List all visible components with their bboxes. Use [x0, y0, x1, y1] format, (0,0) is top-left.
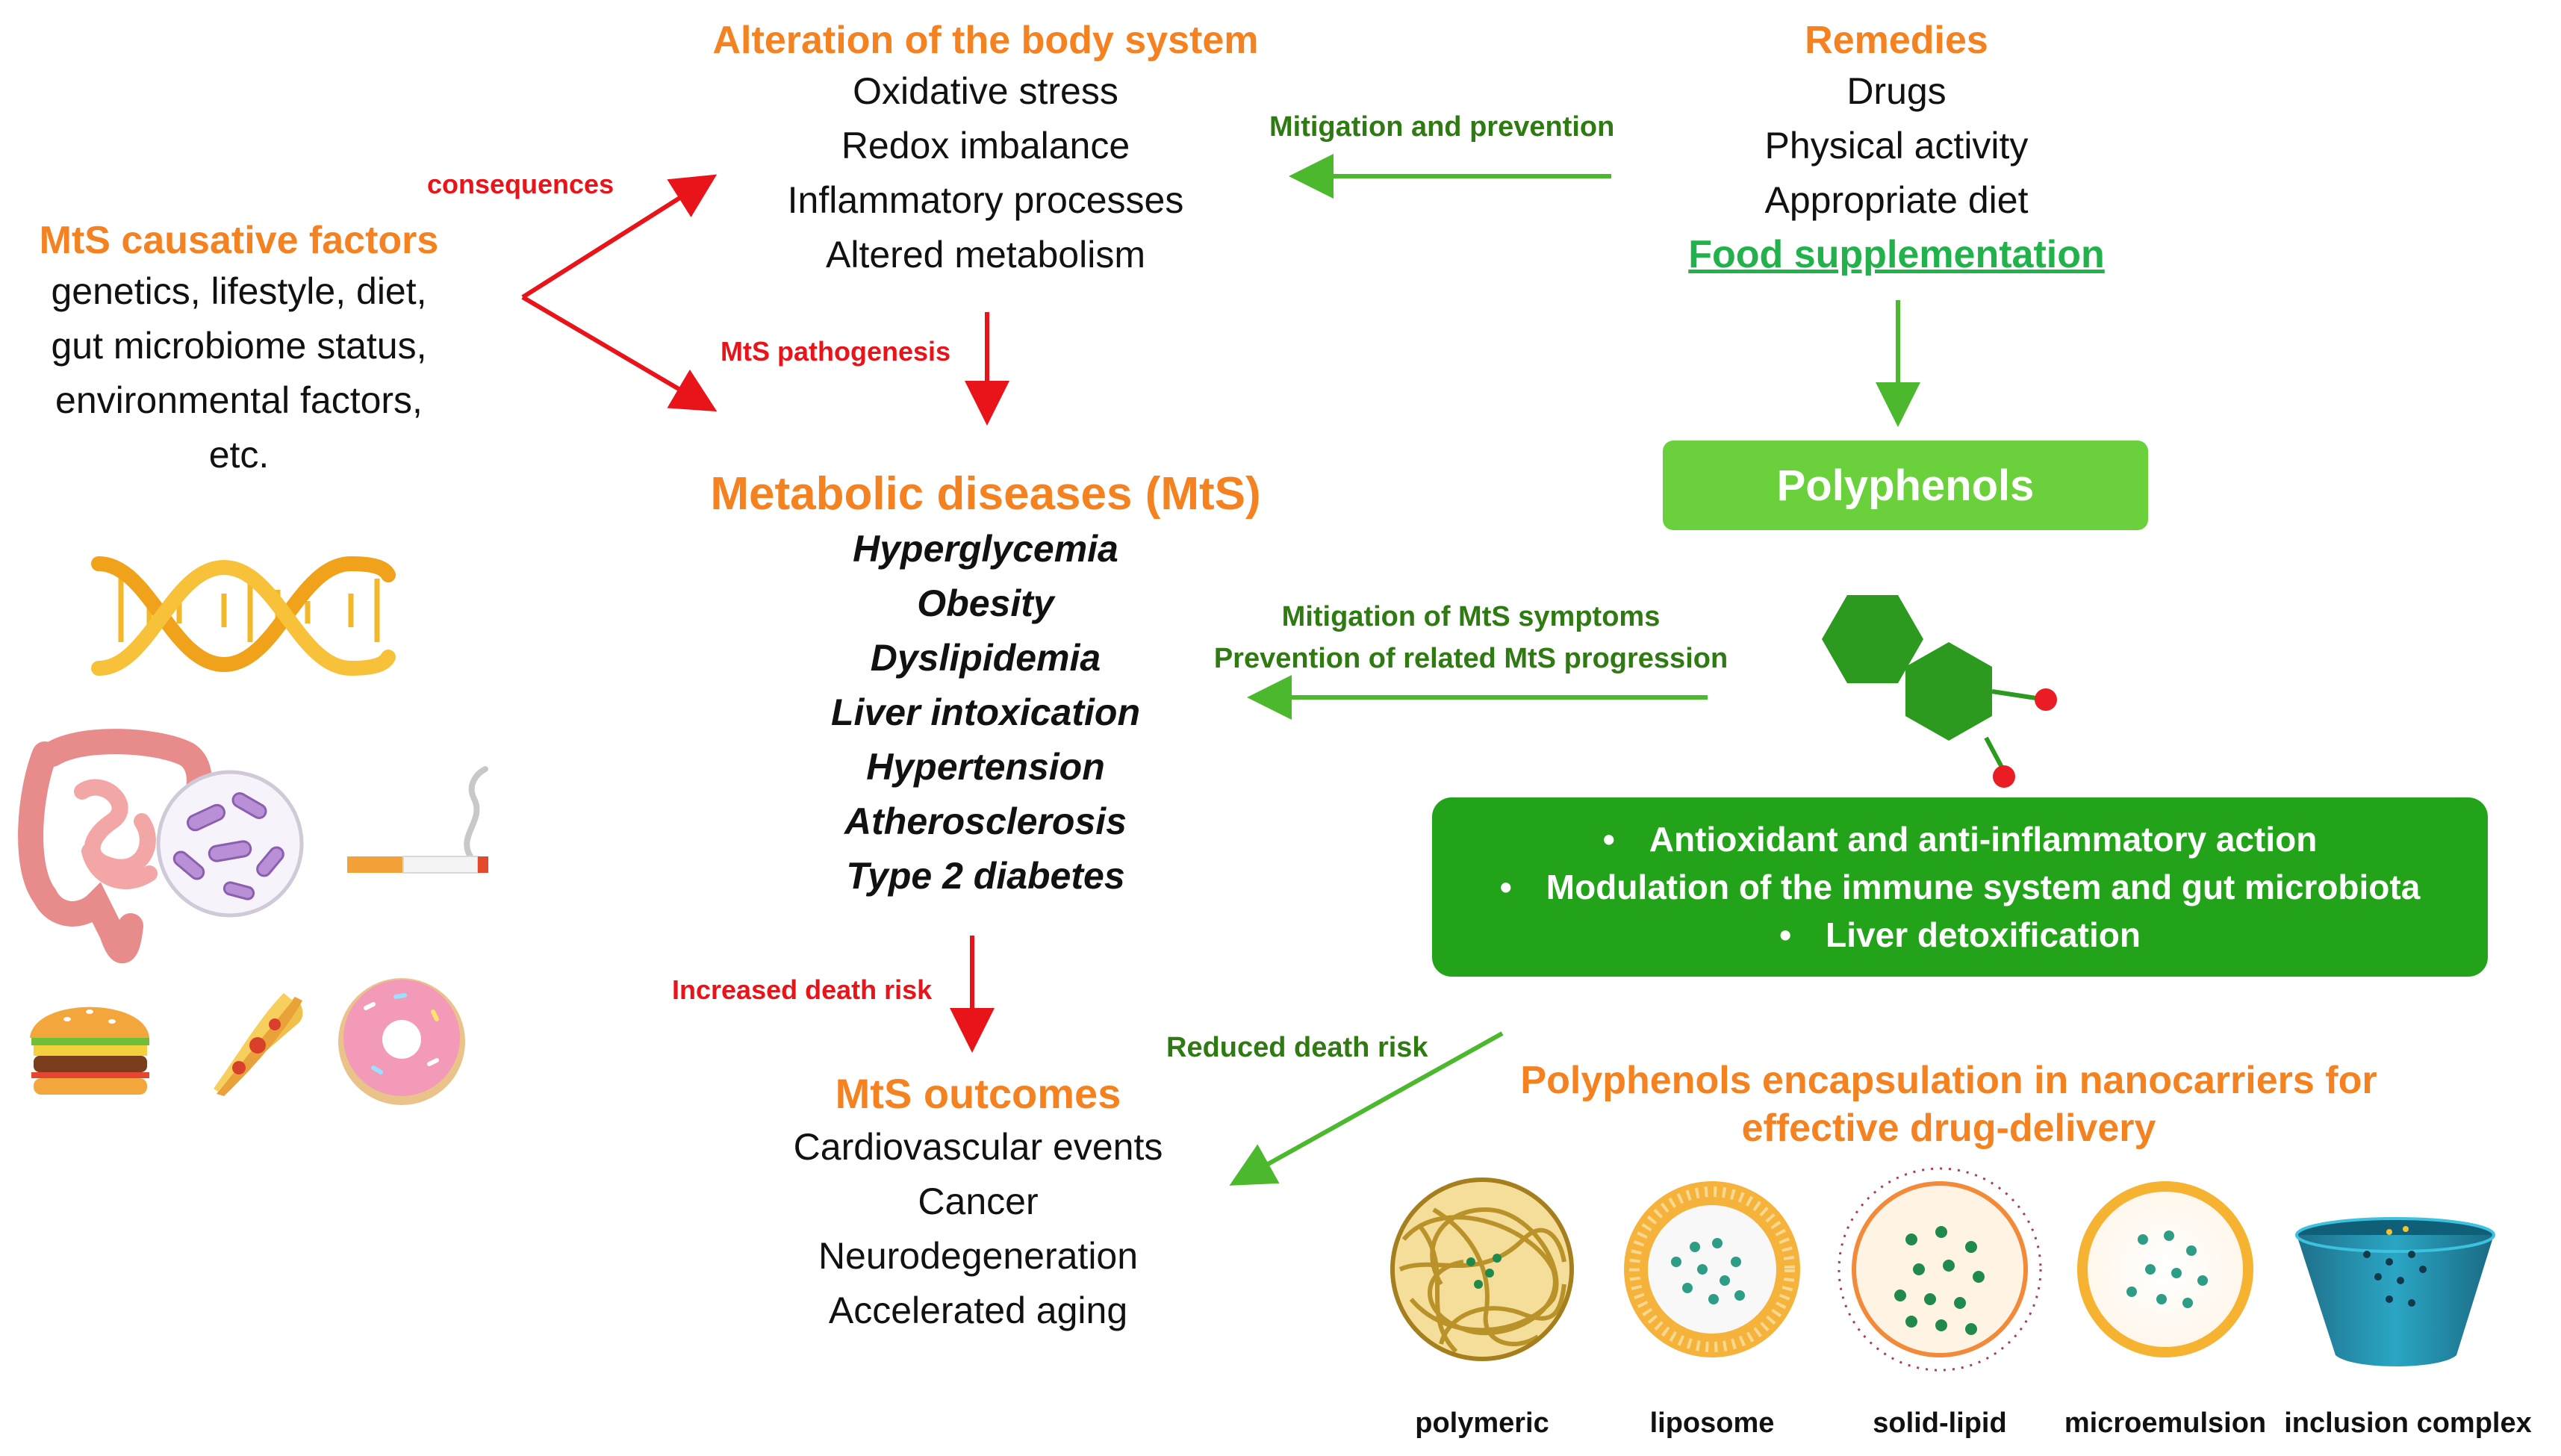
action-item: Modulation of the immune system and gut …: [1432, 863, 2488, 911]
causative-factors-title: MtS causative factors: [39, 219, 439, 262]
prevention-progression-label: Prevention of related MtS progression: [1213, 643, 1728, 674]
outcomes-block: MtS outcomes Cardiovascular events Cance…: [679, 1068, 1277, 1338]
burger-icon: [30, 1007, 149, 1095]
causative-factors-block: MtS causative factors genetics, lifestyl…: [0, 217, 478, 482]
reduced-death-arrow: [1229, 1031, 1504, 1186]
outcome-item: Cardiovascular events: [793, 1126, 1163, 1168]
polyphenol-molecule-icon: [1822, 595, 2057, 788]
action-item: Liver detoxification: [1432, 911, 2488, 959]
dna-icon: [91, 556, 396, 676]
outcomes-title: MtS outcomes: [835, 1070, 1121, 1117]
alteration-item: Redox imbalance: [841, 125, 1130, 167]
diseases-title: Metabolic diseases (MtS): [710, 468, 1261, 520]
disease-item: Type 2 diabetes: [846, 855, 1125, 897]
alteration-item: Altered metabolism: [826, 234, 1145, 276]
action-item: Antioxidant and anti-inflammatory action: [1432, 815, 2488, 863]
nanocarrier-title: Polyphenols encapsulation in nanocarrier…: [1463, 1057, 2434, 1152]
mitigation-symptoms-block: Mitigation of MtS symptoms Prevention of…: [1180, 596, 1762, 679]
nanocarrier-title-line: effective drug-delivery: [1741, 1107, 2156, 1150]
solid-lipid-nanocarrier-icon: [1837, 1167, 2042, 1372]
reduced-death-label: Reduced death risk: [1166, 1032, 1428, 1063]
consequences-label: consequences: [427, 169, 614, 199]
liposome-nanocarrier-icon: [1624, 1181, 1800, 1357]
remedy-item: Appropriate diet: [1764, 179, 2029, 221]
donut-icon: [338, 978, 465, 1105]
polyphenols-box: Polyphenols: [1663, 441, 2148, 530]
nanocarrier-label: polymeric: [1415, 1407, 1549, 1439]
diseases-block: Metabolic diseases (MtS) Hyperglycemia O…: [687, 467, 1284, 903]
pathogenesis-label: MtS pathogenesis: [721, 336, 951, 367]
disease-item: Dyslipidemia: [870, 637, 1101, 679]
alteration-block: Alteration of the body system Oxidative …: [687, 16, 1284, 282]
nanocarrier-label: liposome: [1649, 1407, 1775, 1439]
outcome-item: Neurodegeneration: [818, 1235, 1139, 1277]
polyphenol-actions-box: Antioxidant and anti-inflammatory action…: [1432, 797, 2488, 977]
outcome-item: Cancer: [918, 1180, 1039, 1222]
bacteria-icon: [156, 770, 304, 918]
cigarette-icon: [347, 766, 488, 874]
nanocarrier-label: microemulsion: [2064, 1407, 2267, 1439]
remedies-block: Remedies Drugs Physical activity Appropr…: [1672, 16, 2120, 282]
mitigation-prevention-label: Mitigation and prevention: [1269, 111, 1615, 143]
disease-item: Obesity: [917, 582, 1054, 624]
mitigation-symptoms-label: Mitigation of MtS symptoms: [1281, 601, 1661, 632]
remedy-item: Physical activity: [1764, 125, 2029, 167]
disease-item: Hyperglycemia: [853, 528, 1118, 570]
alteration-title: Alteration of the body system: [712, 19, 1259, 62]
food-supplementation-link[interactable]: Food supplementation: [1688, 233, 2105, 276]
polymeric-nanocarrier-icon: [1390, 1177, 1574, 1361]
increased-death-label: Increased death risk: [672, 974, 933, 1005]
remedy-item: Drugs: [1846, 70, 1947, 112]
alteration-item: Inflammatory processes: [787, 179, 1184, 221]
disease-item: Atherosclerosis: [844, 800, 1127, 842]
nanocarrier-label: inclusion complex: [2284, 1407, 2532, 1439]
polyphenols-label: Polyphenols: [1776, 461, 2035, 510]
consequences-arrows: [521, 174, 718, 412]
alteration-item: Oxidative stress: [853, 70, 1118, 112]
disease-item: Liver intoxication: [831, 691, 1140, 733]
causative-line: etc.: [208, 434, 270, 476]
pizza-icon: [214, 993, 303, 1096]
microemulsion-nanocarrier-icon: [2077, 1181, 2253, 1357]
nanocarrier-title-line: Polyphenols encapsulation in nanocarrier…: [1520, 1059, 2377, 1102]
causative-line: environmental factors,: [55, 379, 423, 421]
remedies-title: Remedies: [1805, 19, 1988, 62]
causative-line: gut microbiome status,: [51, 325, 427, 367]
nanocarrier-label: solid-lipid: [1873, 1407, 2007, 1439]
causative-line: genetics, lifestyle, diet,: [51, 270, 427, 312]
outcome-item: Accelerated aging: [828, 1289, 1128, 1331]
inclusion-complex-nanocarrier-icon: [2295, 1217, 2495, 1366]
disease-item: Hypertension: [866, 746, 1105, 788]
